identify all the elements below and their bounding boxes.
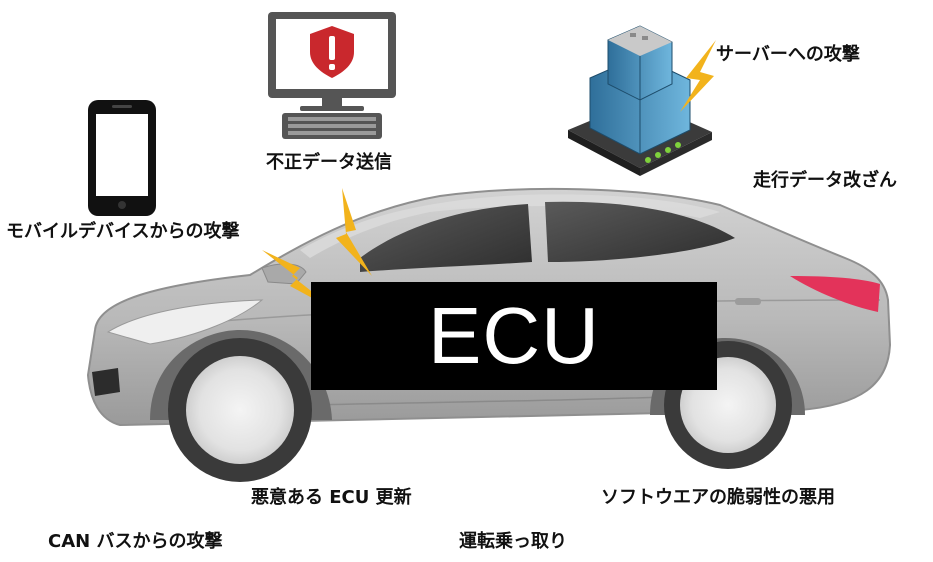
server-building-icon xyxy=(568,25,712,176)
smartphone-icon xyxy=(88,100,156,216)
label-mobile-attack: モバイルデバイスからの攻撃 xyxy=(6,221,240,242)
server-bolt-icon xyxy=(680,40,716,112)
label-hijack: 運転乗っ取り xyxy=(459,531,567,552)
warning-shield-icon xyxy=(310,26,354,78)
ecu-label: ECU xyxy=(428,291,600,380)
lightning-icon xyxy=(262,40,716,312)
ecu-box: ECU xyxy=(311,282,717,390)
label-can-attack: CAN バスからの攻撃 xyxy=(48,531,223,552)
label-illegal-data: 不正データ送信 xyxy=(266,152,392,173)
label-software-vuln: ソフトウエアの脆弱性の悪用 xyxy=(601,487,835,508)
label-malicious-update: 悪意ある ECU 更新 xyxy=(251,487,412,508)
pc-bolt-icon xyxy=(336,188,372,276)
label-data-tamper: 走行データ改ざん xyxy=(753,170,897,191)
label-server-attack: サーバーへの攻撃 xyxy=(716,44,860,65)
